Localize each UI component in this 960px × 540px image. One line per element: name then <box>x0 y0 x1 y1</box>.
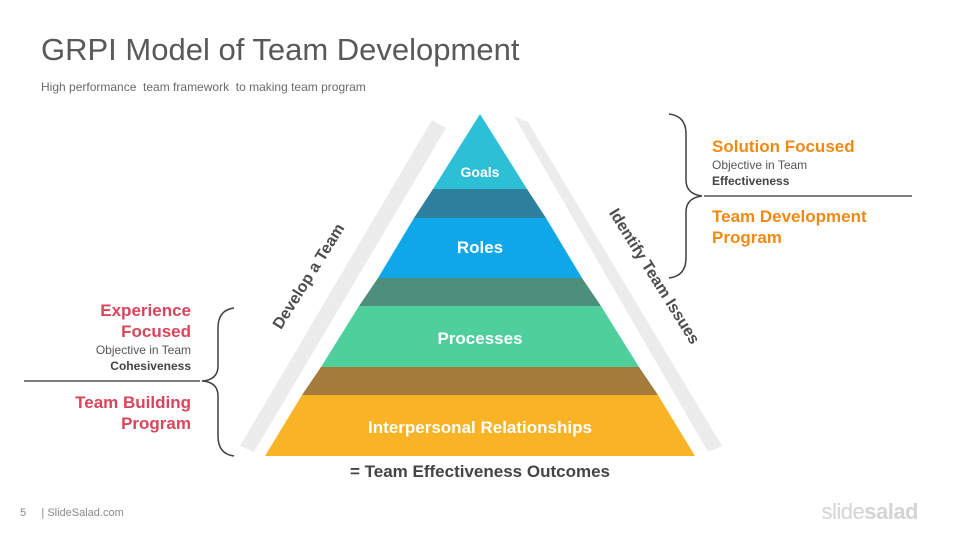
experience-desc-line1: Objective in Team <box>95 343 191 357</box>
experience-desc-line2: Cohesiveness <box>110 359 191 373</box>
experience-heading-line2: Focused <box>121 322 191 341</box>
solution-desc-line1: Objective in Team <box>712 158 808 172</box>
left-side-rail <box>240 120 446 452</box>
goals-shade <box>414 189 546 218</box>
team-development-line2: Program <box>712 228 782 247</box>
team-building-line2: Program <box>121 414 191 433</box>
processes-level <box>321 306 639 367</box>
team-building-block: Team Building Program <box>75 392 191 434</box>
footer: 5 | SlideSalad.com <box>20 507 124 519</box>
interpersonal-level <box>265 395 695 456</box>
footer-source: | SlideSalad.com <box>41 507 124 519</box>
team-development-block: Team Development Program <box>712 206 867 248</box>
goals-label: Goals <box>461 164 500 180</box>
solution-heading: Solution Focused <box>712 137 855 156</box>
solution-desc-line2: Effectiveness <box>712 174 790 188</box>
roles-label: Roles <box>457 238 503 257</box>
left-brace <box>201 307 235 457</box>
goals-level <box>433 114 527 189</box>
experience-focused-block: Experience Focused Objective in Team Coh… <box>96 300 191 374</box>
brand-logo: slidesalad <box>821 499 918 525</box>
brand-part1: slide <box>821 499 865 524</box>
right-side-rail <box>514 116 722 452</box>
develop-team-label: Develop a Team <box>270 221 348 332</box>
roles-shade <box>359 278 601 306</box>
interpersonal-label: Interpersonal Relationships <box>368 418 592 437</box>
processes-label: Processes <box>437 329 522 348</box>
outcome-label: = Team Effectiveness Outcomes <box>350 462 610 481</box>
team-development-line1: Team Development <box>712 207 867 226</box>
brand-part2: salad <box>864 499 918 524</box>
right-brace <box>668 113 703 279</box>
slide-subtitle: High performance team framework to makin… <box>41 80 366 94</box>
page-number: 5 <box>20 507 27 519</box>
roles-level <box>378 218 582 278</box>
processes-shade <box>302 367 658 395</box>
experience-heading-line1: Experience <box>100 301 191 320</box>
solution-focused-block: Solution Focused Objective in Team Effec… <box>712 136 855 189</box>
slide-title: GRPI Model of Team Development <box>41 32 520 67</box>
team-building-line1: Team Building <box>75 393 191 412</box>
